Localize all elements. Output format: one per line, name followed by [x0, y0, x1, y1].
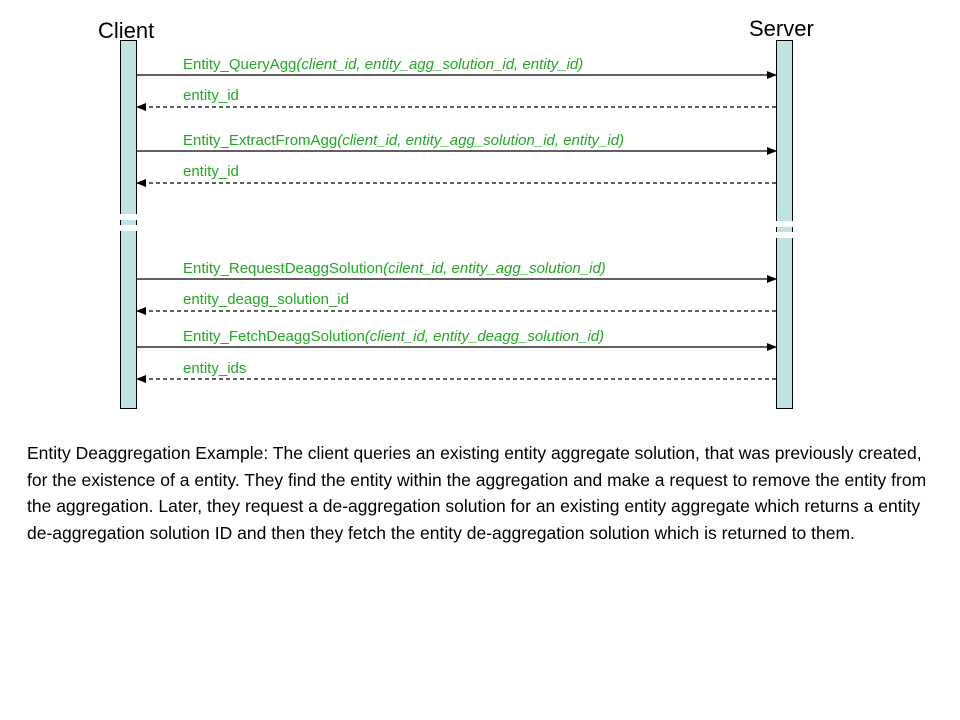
message-label: entity_id: [183, 87, 239, 105]
client-lifeline: [120, 40, 137, 409]
server-lifeline-break: [775, 232, 794, 238]
message-name: entity_deagg_solution_id: [183, 291, 349, 308]
message-name: Entity_FetchDeaggSolution: [183, 328, 365, 345]
message-name: entity_id: [183, 87, 239, 104]
message-label: Entity_FetchDeaggSolution(client_id, ent…: [183, 328, 604, 346]
message-args: (client_id, entity_deagg_solution_id): [364, 328, 605, 345]
message-args: (client_id, entity_agg_solution_id, enti…: [296, 56, 584, 73]
client-lifeline-break: [119, 214, 138, 220]
client-actor-label: Client: [98, 18, 155, 43]
message-name: entity_id: [183, 163, 239, 180]
message-label: Entity_QueryAgg(client_id, entity_agg_so…: [183, 56, 583, 74]
server-actor-label: Server: [749, 16, 814, 41]
message-args: (client_id, entity_agg_solution_id, enti…: [337, 132, 625, 149]
message-name: Entity_QueryAgg: [183, 56, 297, 73]
message-label: entity_id: [183, 163, 239, 181]
message-label: entity_ids: [183, 360, 246, 378]
message-label: Entity_ExtractFromAgg(client_id, entity_…: [183, 132, 624, 150]
message-name: Entity_ExtractFromAgg: [183, 132, 338, 149]
message-label: entity_deagg_solution_id: [183, 291, 349, 309]
message-name: entity_ids: [183, 360, 247, 377]
diagram-description: Entity Deaggregation Example: The client…: [27, 443, 927, 543]
message-name: Entity_RequestDeaggSolution: [183, 260, 384, 277]
message-label: Entity_RequestDeaggSolution(cilent_id, e…: [183, 260, 606, 278]
client-lifeline-break: [119, 225, 138, 231]
server-lifeline-break: [775, 221, 794, 227]
message-args: (cilent_id, entity_agg_solution_id): [383, 260, 606, 277]
